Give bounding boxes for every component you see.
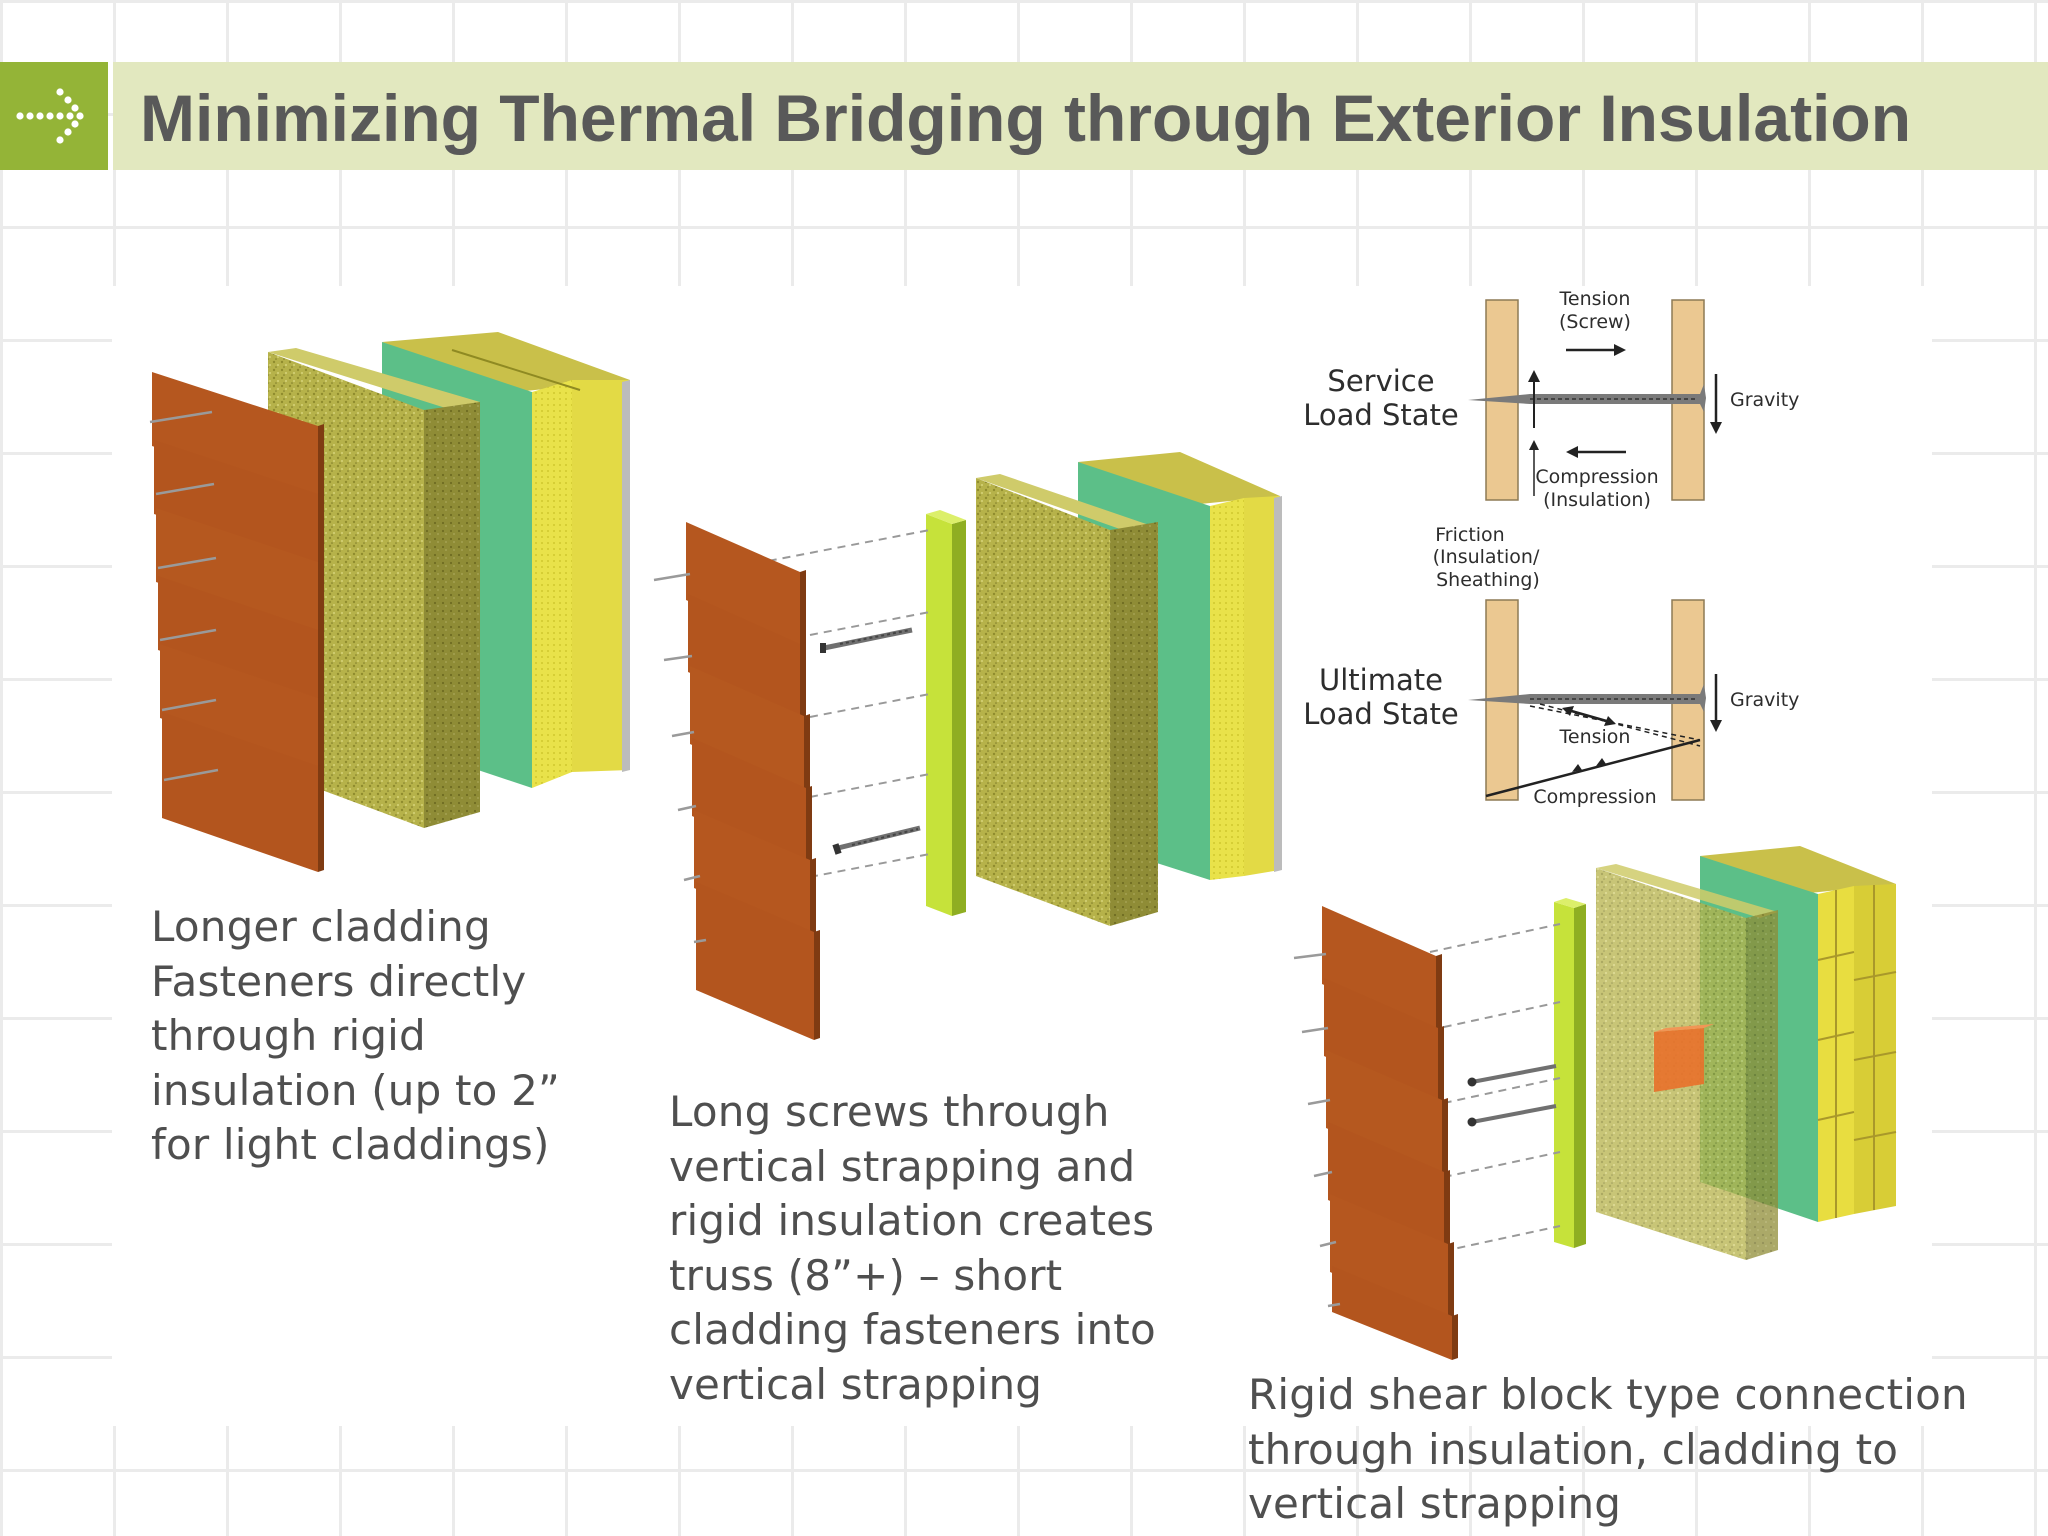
tension-label: Tension (1559, 726, 1631, 748)
cladding-fasteners (149, 410, 219, 782)
page-title: Minimizing Thermal Bridging through Exte… (140, 81, 1912, 155)
drywall-edge (622, 380, 630, 772)
insulation-front (976, 478, 1110, 926)
compression-label: Compression (1533, 786, 1656, 808)
friction-label-2: (Insulation/ (1433, 546, 1540, 568)
gravity-label: Gravity (1730, 689, 1799, 711)
caption-left: Longer cladding Fasteners directly throu… (151, 902, 561, 1169)
dotted-arrow-right-icon (16, 88, 84, 144)
cladding-boards (686, 522, 820, 1040)
service-label-2: Load State (1303, 398, 1459, 432)
stud-layer (532, 380, 572, 788)
compression-label-2: (Insulation) (1543, 489, 1651, 511)
insulation-side (424, 402, 480, 828)
vertical-strapping (1554, 902, 1574, 1248)
caption-right: Rigid shear block type connection throug… (1248, 1370, 1968, 1528)
shear-block (1654, 1028, 1704, 1092)
middle-wall-assembly (653, 452, 1282, 1040)
insulation-top (268, 348, 480, 410)
friction-label-3: Sheathing) (1436, 569, 1540, 591)
title-bar (113, 62, 2048, 170)
header-arrow-box (0, 62, 108, 170)
compression-label-1: Compression (1535, 466, 1658, 488)
vertical-strapping (926, 514, 952, 916)
tension-screw-label-1: Tension (1559, 288, 1631, 310)
cladding-boards (1322, 906, 1458, 1360)
service-label-1: Service (1327, 364, 1434, 398)
ultimate-label-2: Load State (1303, 697, 1459, 731)
caption-middle: Long screws through vertical strapping a… (669, 1087, 1156, 1409)
long-screws (820, 627, 921, 855)
tension-screw-label-2: (Screw) (1559, 311, 1631, 333)
left-wall-assembly (149, 332, 630, 872)
right-wall-assembly (1293, 846, 1897, 1360)
gravity-label: Gravity (1730, 389, 1799, 411)
stud-edge (572, 380, 630, 772)
ultimate-label-1: Ultimate (1319, 663, 1443, 697)
cladding-boards (152, 372, 324, 872)
sheathing-top (382, 332, 630, 392)
short-screws (1471, 1064, 1557, 1124)
friction-label-1: Friction (1435, 524, 1504, 546)
load-state-diagram: Service Load State Tension (Screw) Gravi… (1303, 288, 1799, 808)
